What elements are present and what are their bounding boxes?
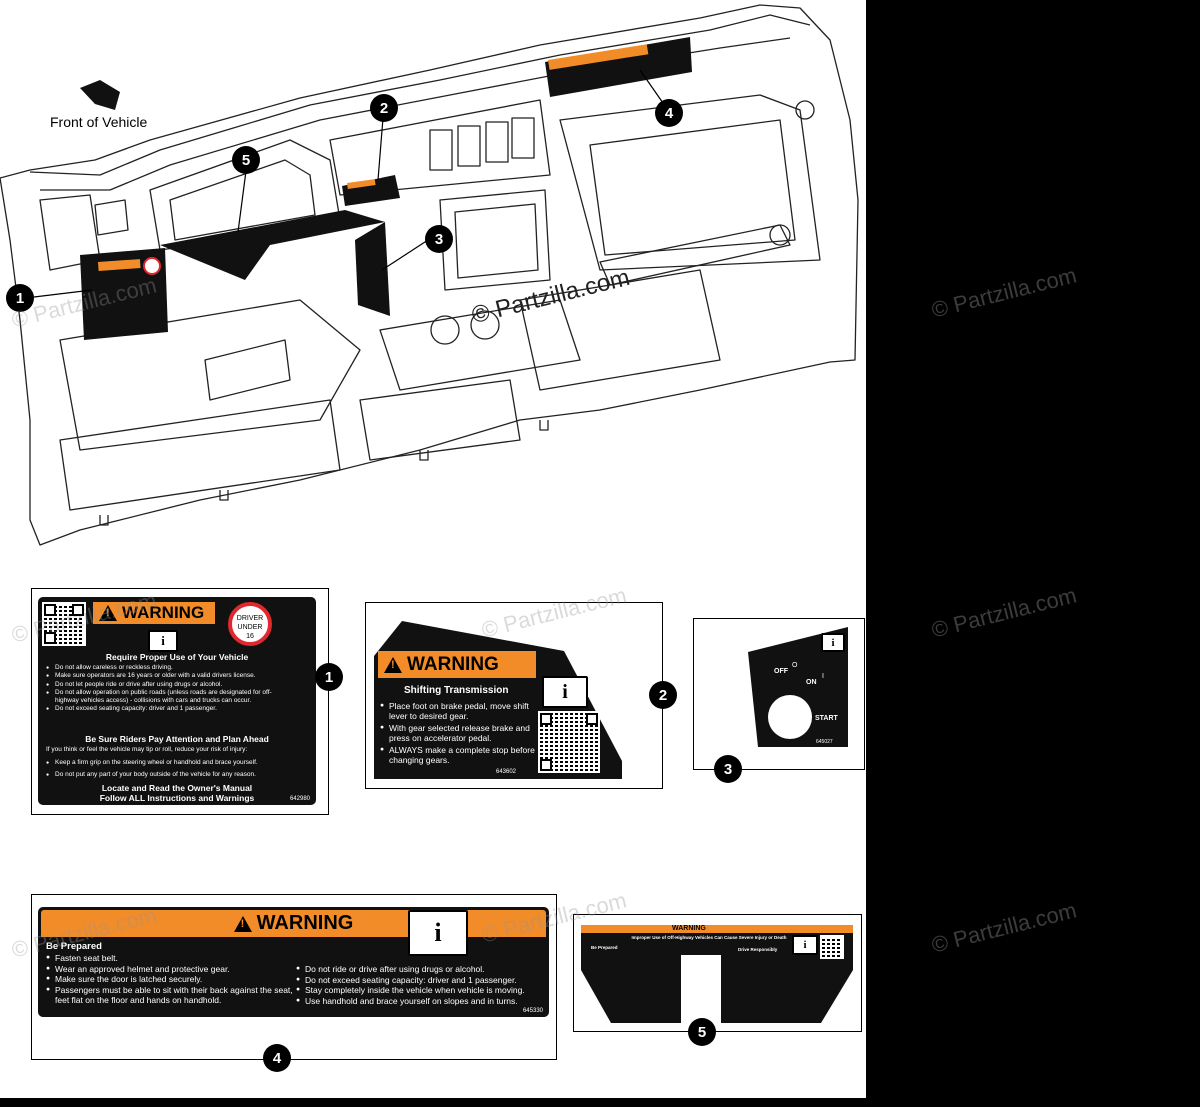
label-3-start: START <box>815 715 838 722</box>
qr-code-icon <box>820 935 844 959</box>
bottom-bar <box>0 1098 1200 1107</box>
callout-5: 5 <box>688 1018 716 1046</box>
label-4-part-number: 645330 <box>522 1008 543 1014</box>
callout-3: 3 <box>714 755 742 783</box>
label-1-footer-1: Locate and Read the Owner's Manual <box>101 783 253 793</box>
diagram-canvas: © Partzilla.com Front of Vehicle 1 2 3 4… <box>0 0 866 1098</box>
manual-book-icon: i <box>542 676 588 708</box>
manual-book-icon: i <box>821 633 845 652</box>
callout-3-top: 3 <box>425 225 453 253</box>
label-2-box: WARNING i Shifting Transmission Place fo… <box>365 602 663 789</box>
label-5-box: WARNING Improper Use of Off-Highway Vehi… <box>573 914 862 1032</box>
label-2-part-number: 643602 <box>496 769 517 775</box>
label-2-list: Place foot on brake pedal, move shift le… <box>380 701 540 765</box>
callout-1: 1 <box>315 663 343 691</box>
dashboard-illustration <box>0 4 859 546</box>
warning-triangle-icon <box>99 605 117 621</box>
label-4-box: WARNING i Be Prepared Fasten seat belt.W… <box>31 894 557 1060</box>
label-4-list-right: Do not ride or drive after using drugs o… <box>296 964 546 1006</box>
label-2-title: Shifting Transmission <box>404 685 509 696</box>
qr-code-icon <box>42 602 86 646</box>
label-4-heading: Be Prepared <box>46 941 102 952</box>
label-4-decal: WARNING i Be Prepared Fasten seat belt.W… <box>38 907 549 1017</box>
label-1-list-1: Do not allow careless or reckless drivin… <box>46 664 286 714</box>
watermark: © Partzilla.com <box>929 897 1079 958</box>
label-5-right-heading: Drive Responsibly <box>738 947 778 952</box>
callout-2: 2 <box>649 681 677 709</box>
warning-triangle-icon <box>233 915 252 932</box>
label-1-intro-2: If you think or feel the vehicle may tip… <box>46 746 248 753</box>
manual-book-icon: i <box>408 910 468 956</box>
label-2-warning-header: WARNING <box>378 651 536 678</box>
warning-triangle-icon <box>384 656 402 673</box>
watermark: © Partzilla.com <box>929 582 1079 643</box>
label-5-left-heading: Be Prepared <box>591 945 618 950</box>
label-1-heading-2: Be Sure Riders Pay Attention and Plan Ah… <box>85 734 269 744</box>
label-1-heading-1: Require Proper Use of Your Vehicle <box>105 652 249 662</box>
label-3-box: i OFF O ON I START 645027 <box>693 618 865 770</box>
label-3-decal-shape <box>748 627 848 747</box>
watermark: © Partzilla.com <box>929 262 1079 323</box>
label-3-off: OFF <box>774 668 788 675</box>
callout-5-top: 5 <box>232 146 260 174</box>
manual-book-icon: i <box>148 630 178 652</box>
label-5-warning: WARNING <box>672 925 706 932</box>
label-1-warning-header: WARNING <box>93 602 215 624</box>
manual-book-icon: i <box>792 935 818 955</box>
label-4-list-left: Fasten seat belt.Wear an approved helmet… <box>46 953 301 1006</box>
callout-4: 4 <box>263 1044 291 1072</box>
label-5-decal-shape <box>581 925 853 1023</box>
front-of-vehicle-label: Front of Vehicle <box>50 114 148 130</box>
label-3-on: ON <box>806 679 817 686</box>
label-3-zero: O <box>792 662 798 669</box>
label-1-footer-2: Follow ALL Instructions and Warnings <box>99 793 255 803</box>
callout-2-top: 2 <box>370 94 398 122</box>
label-1-part-number: 642980 <box>289 796 310 802</box>
callout-4-top: 4 <box>655 99 683 127</box>
label-5-subtitle: Improper Use of Off-Highway Vehicles Can… <box>631 935 787 940</box>
label-3-one: I <box>822 673 824 680</box>
qr-code-icon <box>538 711 600 773</box>
callout-1-top: 1 <box>6 284 34 312</box>
label-1-list-2: Keep a firm grip on the steering wheel o… <box>46 757 296 781</box>
label-3-part-number: 645027 <box>816 739 833 745</box>
